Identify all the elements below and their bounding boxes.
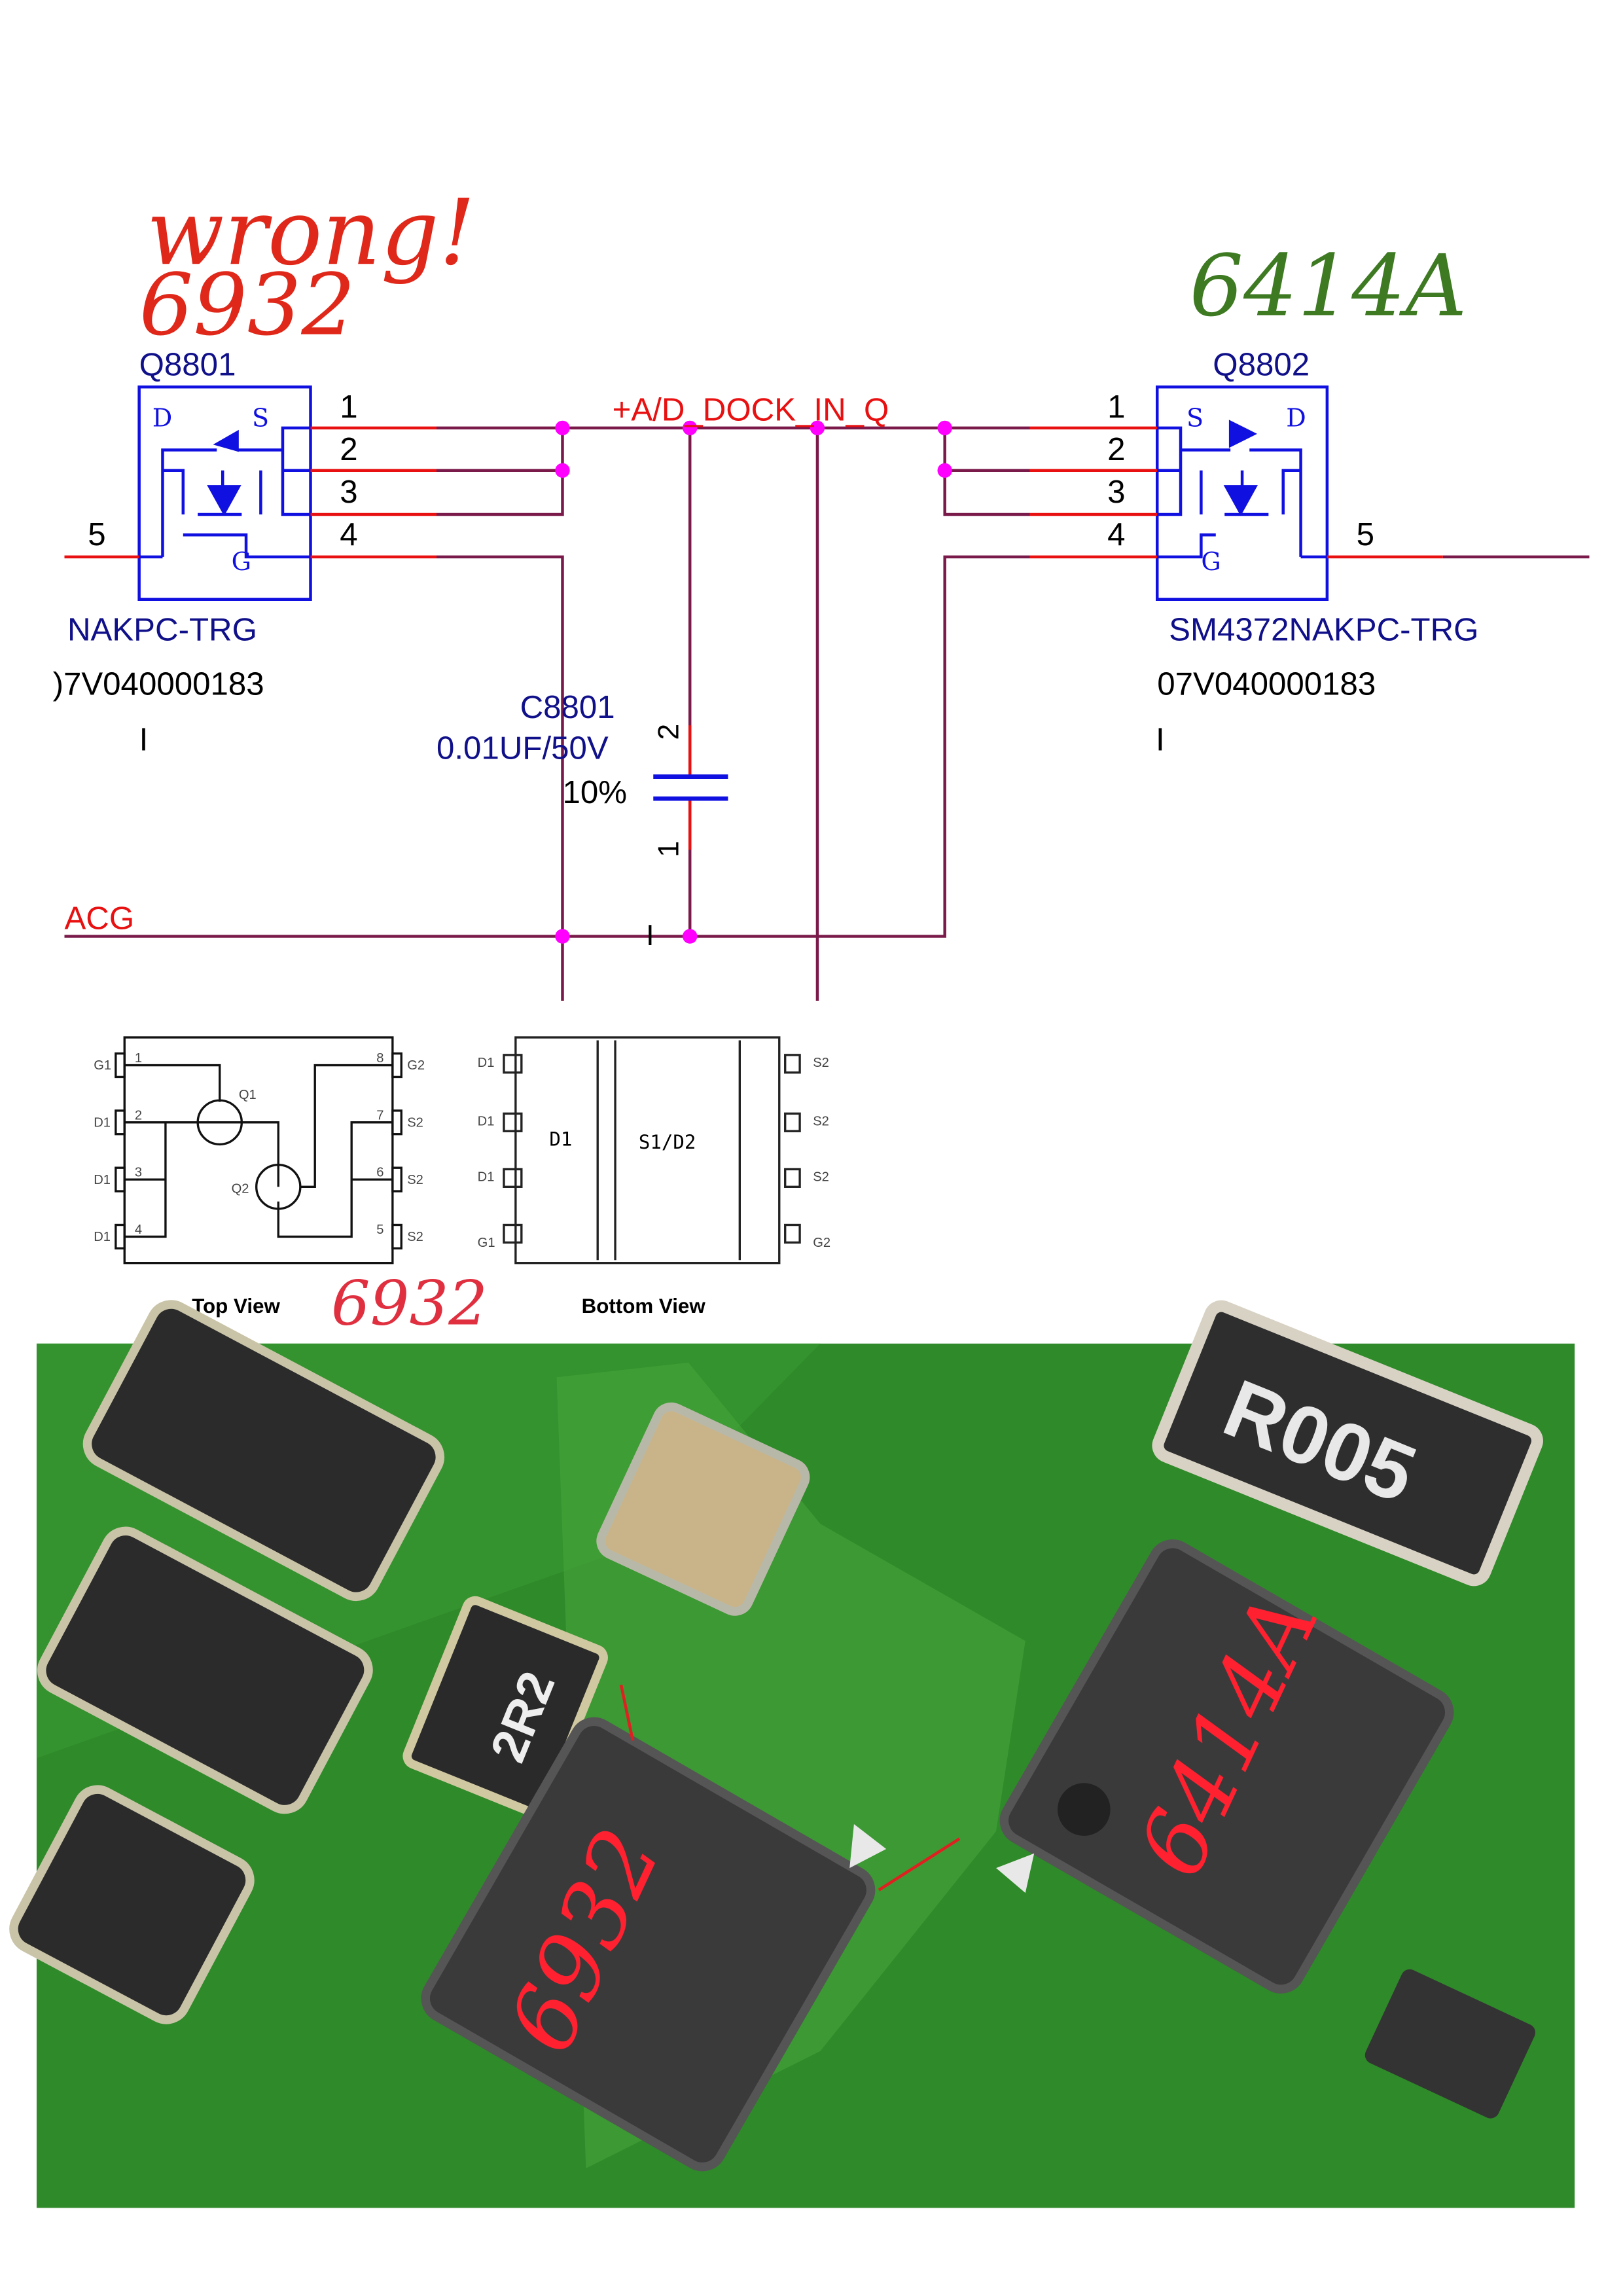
- svg-text:S2: S2: [407, 1230, 423, 1244]
- svg-text:6: 6: [376, 1166, 383, 1180]
- annotation-right-part: 6414A: [1189, 237, 1467, 336]
- c8801-symbol: [653, 774, 728, 801]
- q8801-code: )7V040000183: [53, 666, 264, 702]
- svg-text:S2: S2: [813, 1170, 829, 1184]
- package-top-view: [115, 1036, 402, 1265]
- svg-text:D1: D1: [478, 1056, 495, 1070]
- svg-text:G2: G2: [813, 1236, 830, 1250]
- svg-text:S2: S2: [813, 1056, 829, 1070]
- c8801-tolerance: 10%: [562, 774, 627, 810]
- package-bottom-view: [503, 1036, 801, 1265]
- q8801-symbol: [137, 385, 312, 601]
- svg-text:5: 5: [376, 1223, 383, 1237]
- svg-text:D1: D1: [478, 1114, 495, 1128]
- net-acg-mark: I: [646, 919, 654, 952]
- q8802-d: D: [1286, 404, 1306, 433]
- q8802-part: SM4372NAKPC-TRG: [1169, 611, 1478, 647]
- q8802-pin2: 2: [1107, 431, 1125, 467]
- q8801-pin4: 4: [340, 516, 357, 552]
- c8801-pin1: 1: [652, 841, 685, 857]
- junctions: [555, 420, 952, 944]
- datasheet-annotation: 6932: [331, 1268, 488, 1340]
- svg-text:Q1: Q1: [239, 1088, 257, 1102]
- svg-text:Q2: Q2: [232, 1181, 249, 1196]
- svg-text:D1: D1: [94, 1173, 111, 1187]
- q8801-d: D: [152, 404, 173, 433]
- svg-text:D1: D1: [94, 1230, 111, 1244]
- q8802-ref: Q8802: [1213, 346, 1310, 382]
- annotation-wrong: wrong!: [147, 179, 476, 285]
- svg-text:1: 1: [135, 1051, 142, 1066]
- svg-text:S2: S2: [407, 1116, 423, 1130]
- q8802-pin4: 4: [1107, 516, 1125, 552]
- q8802-symbol: [1155, 385, 1329, 601]
- top-view-caption: Top View: [192, 1295, 280, 1318]
- pad-s1d2: S1/D2: [639, 1131, 696, 1153]
- svg-text:4: 4: [135, 1223, 142, 1237]
- q8801-pin2: 2: [340, 431, 357, 467]
- annotation-wrong-part: 6932: [139, 256, 355, 355]
- q8802-pin1: 1: [1107, 389, 1125, 425]
- svg-text:D1: D1: [478, 1170, 495, 1184]
- svg-text:3: 3: [135, 1166, 142, 1180]
- svg-text:8: 8: [376, 1051, 383, 1066]
- q8801-mark: I: [139, 721, 149, 757]
- c8801-pin2: 2: [652, 724, 685, 740]
- q8802-s: S: [1186, 404, 1204, 433]
- c8801-ref: C8801: [520, 689, 615, 725]
- svg-text:S2: S2: [407, 1173, 423, 1187]
- q8802-g: G: [1201, 547, 1221, 576]
- q8801-ref: Q8801: [139, 346, 236, 382]
- pad-d1: D1: [549, 1128, 572, 1151]
- net-dock-label: +A/D_DOCK_IN_Q: [613, 392, 889, 428]
- svg-text:S2: S2: [813, 1114, 829, 1128]
- q8801-pin5: 5: [88, 516, 105, 552]
- net-acg-label: ACG: [64, 900, 134, 936]
- q8802-pin3: 3: [1107, 474, 1125, 510]
- pcb-photo: R005 2R2 6932 6414A: [9, 1300, 1575, 2208]
- q8801-pin3: 3: [340, 474, 357, 510]
- c8801-value: 0.01UF/50V: [437, 730, 609, 766]
- svg-text:G1: G1: [94, 1058, 111, 1073]
- svg-text:2: 2: [135, 1108, 142, 1122]
- q8801-pin1: 1: [340, 389, 357, 425]
- q8802-mark: I: [1156, 721, 1165, 757]
- bottom-view-caption: Bottom View: [582, 1295, 706, 1318]
- q8801-s: S: [252, 404, 269, 433]
- svg-text:G1: G1: [478, 1236, 495, 1250]
- q8801-part: NAKPC-TRG: [67, 611, 257, 647]
- q8802-code: 07V040000183: [1157, 666, 1376, 702]
- q8801-g: G: [232, 547, 251, 576]
- svg-text:G2: G2: [407, 1058, 425, 1073]
- svg-text:D1: D1: [94, 1116, 111, 1130]
- svg-text:7: 7: [376, 1108, 383, 1122]
- q8802-pin5: 5: [1357, 516, 1374, 552]
